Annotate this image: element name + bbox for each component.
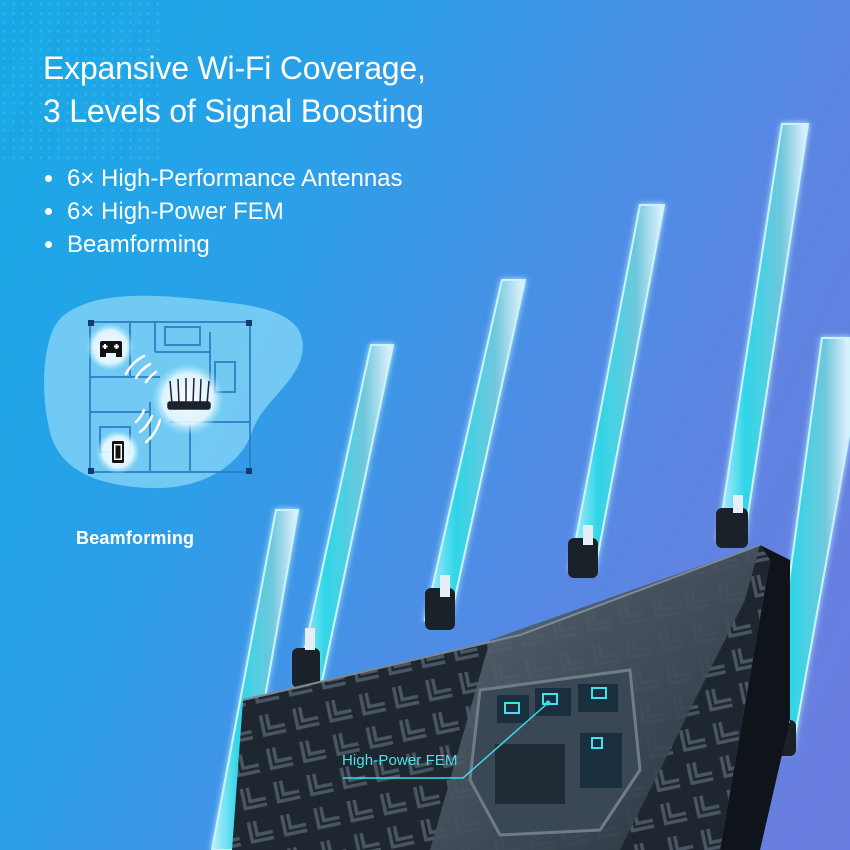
beamforming-caption: Beamforming — [76, 528, 195, 548]
circuit-board — [468, 668, 642, 837]
router-side — [720, 545, 790, 850]
fem-callout-label: High-Power FEM — [342, 752, 458, 769]
antenna-icon — [568, 204, 666, 571]
antenna-icon — [210, 509, 300, 850]
bullet-icon — [45, 175, 52, 182]
feature-item: Beamforming — [42, 228, 403, 261]
antenna-icon — [716, 123, 810, 541]
decorative-dot-pattern — [0, 0, 160, 160]
bullet-icon — [45, 208, 52, 215]
beamforming-diagram — [40, 292, 310, 492]
router-icon — [167, 377, 211, 410]
headline-line-2: 3 Levels of Signal Boosting — [43, 93, 424, 129]
feature-list: 6× High-Performance Antennas 6× High-Pow… — [42, 162, 403, 261]
bullet-icon — [45, 241, 52, 248]
smartphone-icon — [112, 441, 124, 463]
headline-line-1: Expansive Wi-Fi Coverage, — [43, 50, 426, 86]
antenna-icon — [423, 279, 527, 621]
feature-item: 6× High-Performance Antennas — [42, 162, 403, 195]
headline: Expansive Wi-Fi Coverage, 3 Levels of Si… — [43, 47, 426, 133]
feature-item: 6× High-Power FEM — [42, 195, 403, 228]
wifi-waves-icon — [124, 354, 162, 444]
fem-callout-line — [343, 702, 549, 779]
